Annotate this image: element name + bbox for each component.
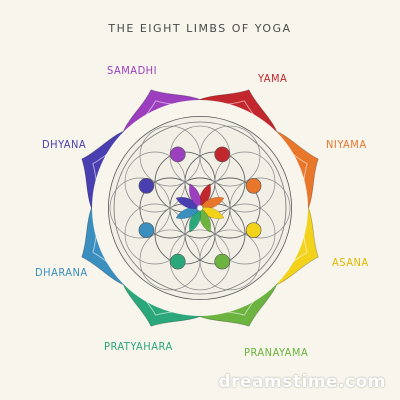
dot-dhyana <box>138 178 155 194</box>
limb-label-dhyana: DHYANA <box>42 138 87 151</box>
page-title: THE EIGHT LIMBS OF YOGA <box>108 22 292 35</box>
dot-samadhi <box>170 146 186 163</box>
center-star <box>175 183 225 233</box>
limb-label-asana: ASANA <box>332 256 369 269</box>
limb-label-pratyahara: PRATYAHARA <box>104 340 173 353</box>
dot-asana <box>245 222 262 238</box>
inner-ring <box>113 121 287 295</box>
dot-yama <box>214 146 230 163</box>
limb-label-niyama: NIYAMA <box>326 138 367 151</box>
dot-pranayama <box>214 253 230 270</box>
dot-pratyahara <box>170 253 186 270</box>
limb-label-yama: YAMA <box>258 72 288 85</box>
colored-dots <box>138 146 262 270</box>
watermark: dreamstime.com <box>218 372 386 392</box>
limb-label-pranayama: PRANAYAMA <box>244 346 309 359</box>
limb-label-samadhi: SAMADHI <box>107 64 158 77</box>
star-leaf-samadhi <box>189 183 201 209</box>
limb-label-dharana: DHARANA <box>35 266 88 279</box>
dot-niyama <box>245 178 262 194</box>
dot-dharana <box>138 222 155 238</box>
